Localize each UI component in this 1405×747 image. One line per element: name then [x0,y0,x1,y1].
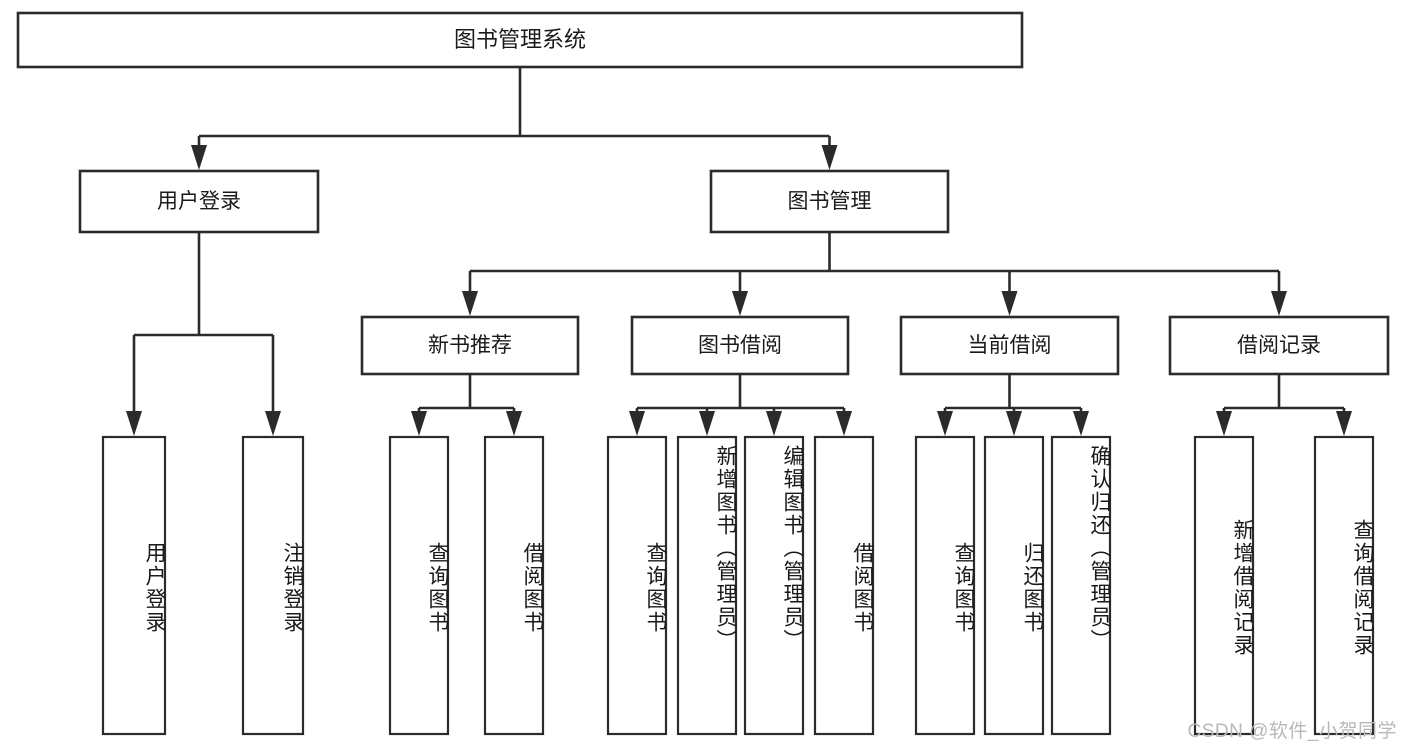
node-leaf-borrow-book-2[interactable] [813,435,875,736]
node-leaf-query-record[interactable] [1313,435,1375,736]
node-box-leaf-user-login[interactable] [101,435,167,736]
node-book-borrow[interactable]: 图书借阅 [630,315,850,376]
arrow-head-icon [462,291,478,316]
node-leaf-add-book[interactable] [676,435,738,736]
arrow-head-icon [732,291,748,316]
arrow-head-icon [1336,411,1352,436]
node-leaf-user-login[interactable] [101,435,167,736]
node-leaf-borrow-book-1[interactable] [483,435,545,736]
arrow-head-icon [506,411,522,436]
node-box-leaf-query-book-3[interactable] [914,435,976,736]
edge-group-user-login [126,232,281,436]
arrow-head-icon [1006,411,1022,436]
node-book-manage[interactable]: 图书管理 [709,169,950,234]
arrow-head-icon [1271,291,1287,316]
arrow-head-icon [265,411,281,436]
arrow-head-icon [1216,411,1232,436]
node-box-user-login[interactable] [78,169,320,234]
node-leaf-query-book-3[interactable] [914,435,976,736]
arrow-head-icon [766,411,782,436]
arrow-head-icon [1073,411,1089,436]
node-box-book-borrow[interactable] [630,315,850,376]
node-box-borrow-record[interactable] [1168,315,1390,376]
node-box-book-manage[interactable] [709,169,950,234]
node-label-book-manage: 图书管理 [788,190,872,213]
edges-layer [126,67,1352,436]
arrow-head-icon [191,145,207,170]
arrow-head-icon [937,411,953,436]
node-box-leaf-return-book[interactable] [983,435,1045,736]
node-user-login[interactable]: 用户登录 [78,169,320,234]
node-leaf-add-record[interactable] [1193,435,1255,736]
node-box-leaf-query-book-1[interactable] [388,435,450,736]
node-leaf-query-book-1[interactable] [388,435,450,736]
arrow-head-icon [126,411,142,436]
node-borrow-record[interactable]: 借阅记录 [1168,315,1390,376]
edge-group-current-borrow [937,374,1089,436]
node-box-new-book-rec[interactable] [360,315,580,376]
node-box-root[interactable] [16,11,1024,69]
node-label-current-borrow: 当前借阅 [968,334,1052,357]
edge-group-new-book-rec [411,374,522,436]
arrow-head-icon [699,411,715,436]
node-box-leaf-add-record[interactable] [1193,435,1255,736]
arrow-head-icon [629,411,645,436]
node-label-book-borrow: 图书借阅 [698,334,782,357]
arrow-head-icon [821,145,838,170]
node-label-new-book-rec: 新书推荐 [428,334,512,357]
node-leaf-query-book-2[interactable] [606,435,668,736]
node-leaf-logout[interactable] [241,435,305,736]
edge-group-book-borrow [629,374,852,436]
node-box-leaf-borrow-book-2[interactable] [813,435,875,736]
node-box-leaf-edit-book[interactable] [743,435,805,736]
node-box-leaf-query-record[interactable] [1313,435,1375,736]
node-box-leaf-query-book-2[interactable] [606,435,668,736]
node-label-borrow-record: 借阅记录 [1237,334,1321,357]
node-current-borrow[interactable]: 当前借阅 [899,315,1120,376]
node-new-book-rec[interactable]: 新书推荐 [360,315,580,376]
node-box-leaf-add-book[interactable] [676,435,738,736]
arrow-head-icon [1001,291,1018,316]
node-box-current-borrow[interactable] [899,315,1120,376]
edge-group-book-manage [462,232,1287,316]
csdn-watermark: CSDN @软件_小贺同学 [1187,721,1397,742]
node-box-leaf-borrow-book-1[interactable] [483,435,545,736]
node-leaf-edit-book[interactable] [743,435,805,736]
node-label-root: 图书管理系统 [454,27,586,52]
node-box-leaf-logout[interactable] [241,435,305,736]
node-leaf-return-book[interactable] [983,435,1045,736]
edge-group-borrow-record [1216,374,1352,436]
edge-group-root [191,67,838,170]
arrow-head-icon [836,411,852,436]
node-label-user-login: 用户登录 [157,190,241,213]
arrow-head-icon [411,411,427,436]
node-leaf-confirm-return[interactable] [1050,435,1112,736]
node-root[interactable]: 图书管理系统 [16,11,1024,69]
node-box-leaf-confirm-return[interactable] [1050,435,1112,736]
